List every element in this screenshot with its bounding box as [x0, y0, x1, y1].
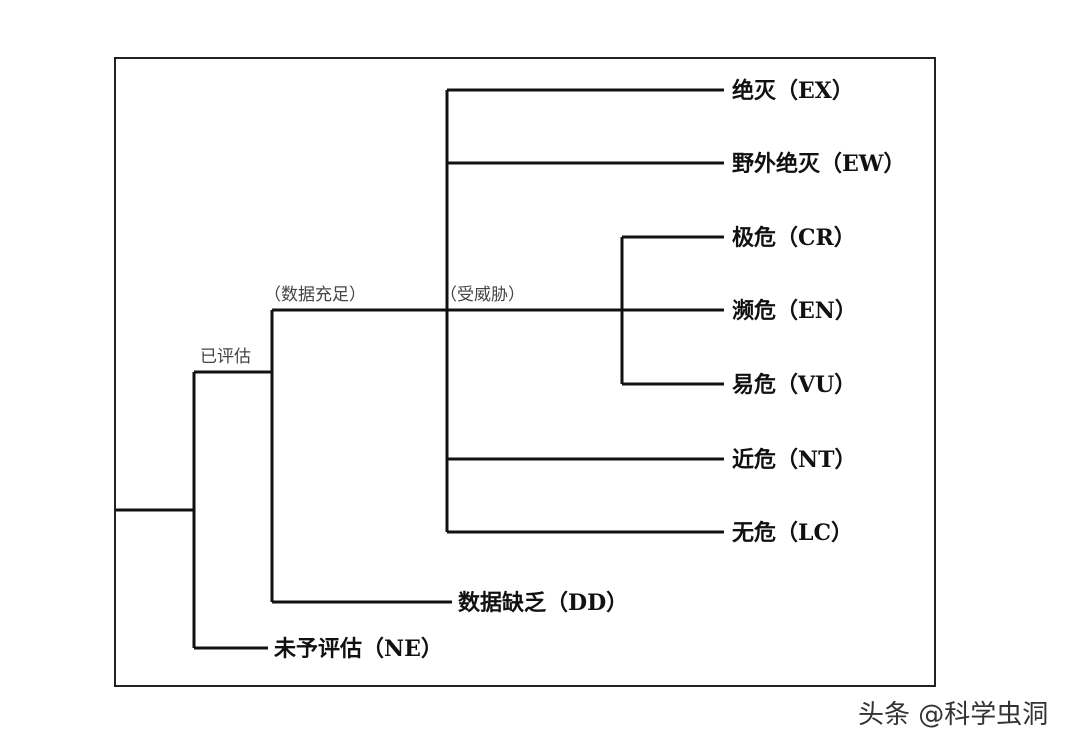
tree-lines [116, 88, 724, 650]
leaf-ex: 绝灭（EX） [732, 78, 854, 104]
branch-label-adequate-data: （数据充足） [264, 285, 366, 305]
leaf-ew: 野外绝灭（EW） [732, 151, 905, 177]
leaf-en: 濒危（EN） [732, 298, 857, 324]
leaf-lc: 无危（LC） [732, 520, 853, 546]
leaf-nt: 近危（NT） [732, 447, 856, 473]
leaf-dd: 数据缺乏（DD） [458, 590, 628, 616]
leaf-cr: 极危（CR） [732, 225, 856, 251]
leaf-ne: 未予评估（NE） [274, 636, 443, 662]
branch-label-threatened: （受威胁） [440, 285, 525, 305]
watermark: 头条 @科学虫洞 [858, 700, 1049, 730]
branch-label-evaluated: 已评估 [200, 347, 251, 367]
diagram-frame [114, 57, 936, 687]
leaf-vu: 易危（VU） [732, 372, 856, 398]
